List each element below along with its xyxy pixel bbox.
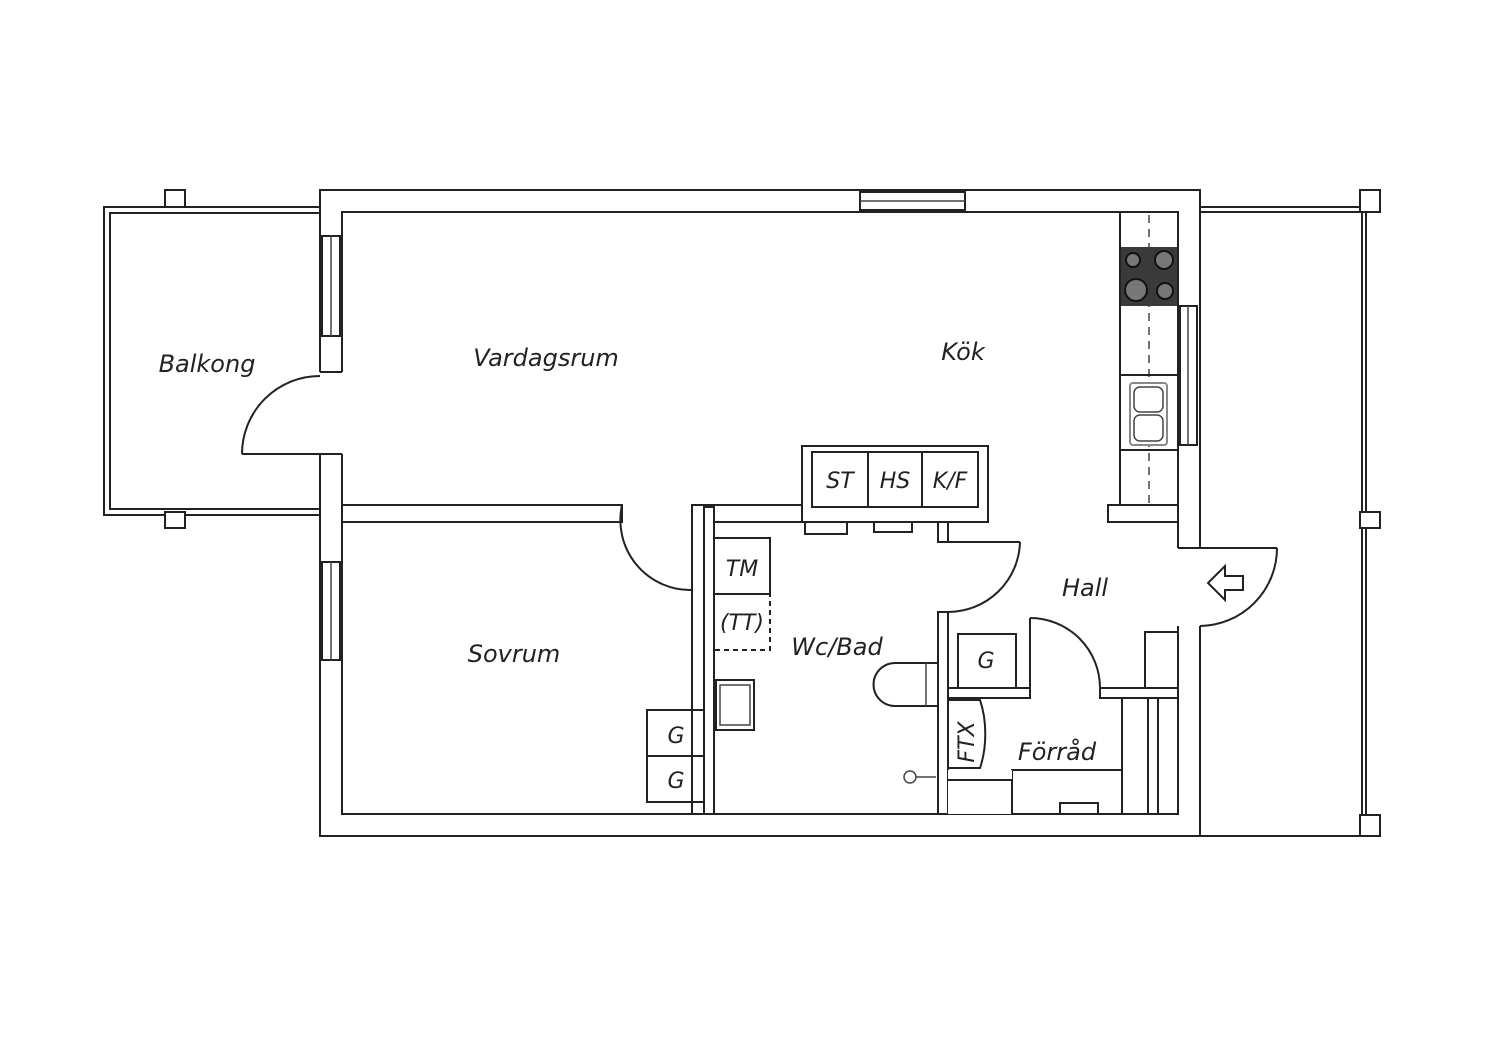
closet-label-st: ST [826, 469, 855, 494]
ventilation-label: FTX [955, 720, 980, 762]
entrance-arrow-icon [1206, 563, 1244, 603]
storage-door[interactable] [1029, 617, 1101, 689]
closets [646, 451, 1017, 803]
shower-icon [903, 770, 917, 784]
bathroom-door[interactable] [947, 541, 1021, 613]
doors [619, 504, 1278, 689]
room-label-sovrum: Sovrum [468, 640, 561, 668]
room-label-vardagsrum: Vardagsrum [473, 344, 619, 372]
sink-icon [1129, 382, 1168, 446]
wardrobe-label: G [667, 724, 684, 749]
room-label-balkong: Balkong [159, 350, 256, 378]
entrance-door[interactable] [1199, 547, 1278, 627]
closet-label-kf: K/F [933, 469, 968, 494]
room-label-hall: Hall [1062, 574, 1108, 602]
room-label-wc-bad: Wc/Bad [791, 633, 883, 661]
bathroom-fixtures [713, 537, 987, 784]
kitchen-counter [1119, 211, 1179, 506]
bedroom-door[interactable] [619, 504, 693, 592]
room-label-forrad: Förråd [1018, 737, 1097, 766]
windows [321, 191, 1198, 661]
interior-walls [341, 445, 1179, 815]
wardrobe-label: G [977, 649, 994, 674]
closet-label-hs: HS [880, 469, 911, 494]
washer-label: TM [726, 557, 758, 582]
room-label-kok: Kök [941, 338, 986, 366]
wardrobe-label: G [667, 769, 684, 794]
toilet-icon [872, 662, 938, 707]
entrance-terrace [1200, 189, 1381, 837]
dryer-label: (TT) [720, 611, 764, 636]
